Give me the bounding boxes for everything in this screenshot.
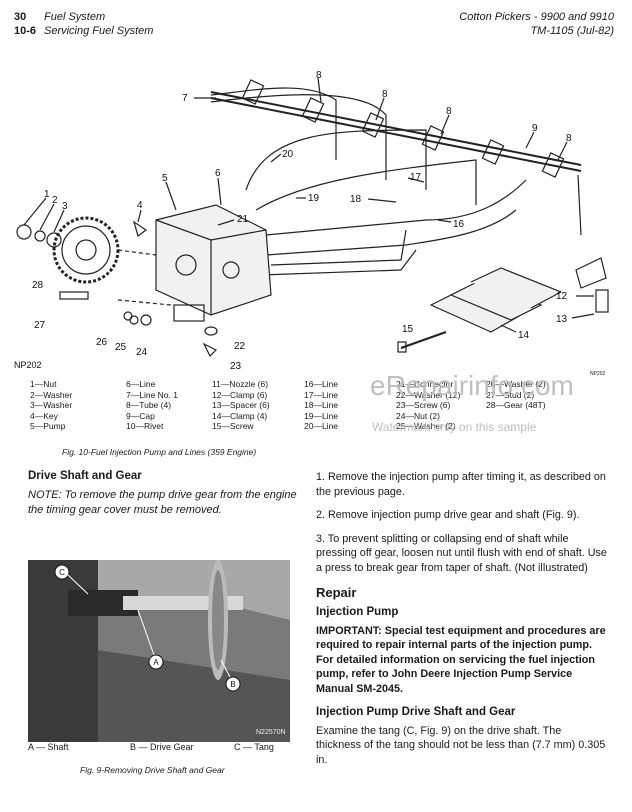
- injection-pump-heading: Injection Pump: [316, 605, 399, 618]
- svg-text:A: A: [153, 658, 159, 667]
- page-header-right: Cotton Pickers - 9900 and 9910 TM-1105 (…: [459, 10, 614, 38]
- legend-item: 19—Line: [304, 410, 339, 421]
- figure9-caption: Fig. 9-Removing Drive Shaft and Gear: [80, 765, 225, 775]
- step-1: 1. Remove the injection pump after timin…: [316, 471, 606, 498]
- page-number: 30: [14, 11, 27, 23]
- legend-item: 10—Rivet: [126, 421, 164, 432]
- drive-shaft-photo: C A B N22570N: [28, 560, 290, 742]
- callout-1: 1: [44, 189, 50, 200]
- callout-6: 6: [215, 168, 221, 179]
- legend-item: 13—Spacer (6): [212, 400, 270, 411]
- legend-item: 15—Screw: [212, 421, 254, 432]
- repair-heading: Repair: [316, 584, 357, 600]
- callout-13: 13: [556, 314, 568, 325]
- legend-item: 20—Line: [304, 421, 339, 432]
- legend-item: 14—Clamp (4): [212, 410, 268, 421]
- drive-shaft-heading: Drive Shaft and Gear: [28, 470, 142, 482]
- legend-item: 8—Tube (4): [126, 400, 172, 411]
- diagram-code: NP202: [14, 360, 42, 370]
- callout-28: 28: [32, 280, 44, 291]
- svg-text:B: B: [230, 680, 235, 689]
- legend-item: 16—Line: [304, 379, 339, 389]
- photo-code: N22570N: [256, 729, 286, 736]
- header-right-2: TM-1105 (Jul-82): [530, 25, 614, 37]
- legend-item: 3—Washer: [30, 400, 73, 411]
- callout-17: 17: [410, 172, 422, 183]
- callout-21: 21: [237, 214, 249, 225]
- diagram-callouts: 1 2 3 4 5 6 7 8 8 8 9 8 12 13 14 15 16 1…: [14, 70, 606, 377]
- callout-3: 3: [62, 201, 68, 212]
- step-2: 2. Remove injection pump drive gear and …: [316, 509, 580, 522]
- callout-8b: 8: [382, 89, 388, 100]
- legend-item: 5—Pump: [30, 421, 66, 432]
- examine-tang: Examine the tang (C, Fig. 9) on the driv…: [316, 724, 606, 766]
- callout-9: 9: [532, 123, 538, 134]
- legend-col-1: 1—Nut 2—Washer 3—Washer 4—Key 5—Pump: [30, 379, 72, 432]
- callout-8a: 8: [316, 70, 322, 81]
- legend-col-2: 6—Line 7—Line No. 1 8—Tube (4) 9—Cap 10—…: [126, 379, 178, 432]
- callout-19: 19: [308, 193, 320, 204]
- legend-item: 21—Connector: [396, 379, 454, 389]
- label-drive-gear: B — Drive Gear: [130, 742, 194, 752]
- header-title-1: Fuel System: [44, 11, 106, 23]
- legend-col-4: 16—Line 17—Line 18—Line 19—Line 20—Line: [304, 379, 338, 432]
- legend-item: 12—Clamp (6): [212, 389, 268, 400]
- svg-text:C: C: [59, 568, 65, 577]
- legend-item: 1—Nut: [30, 379, 57, 389]
- diagram-code-small: NP202: [590, 371, 606, 377]
- step-3: 3. To prevent splitting or collapsing en…: [316, 532, 607, 574]
- legend-item: 2—Washer: [30, 389, 73, 400]
- right-column: 1. Remove the injection pump after timin…: [316, 470, 608, 776]
- legend-item: 11—Nozzle (6): [212, 379, 269, 389]
- legend-item: 24—Nut (2): [396, 410, 440, 421]
- figure10-caption: Fig. 10-Fuel Injection Pump and Lines (3…: [62, 447, 257, 457]
- callout-27: 27: [34, 320, 46, 331]
- legend-item: 22—Washer (12): [396, 389, 461, 400]
- fuel-injection-pump-diagram: 1 2 3 4 5 6 7 8 8 8 9 8 12 13 14 15 16 1…: [14, 70, 609, 377]
- callout-23: 23: [230, 361, 242, 372]
- callout-16: 16: [453, 219, 465, 230]
- page-header-left: 30 Fuel System 10-6 Servicing Fuel System: [14, 10, 153, 38]
- callout-24: 24: [136, 347, 148, 358]
- callout-7: 7: [182, 93, 188, 104]
- legend-item: 9—Cap: [126, 410, 155, 421]
- legend-col-6: 26—Washer (2) 27—Stud (2) 28—Gear (48T): [486, 379, 546, 411]
- callout-5: 5: [162, 173, 168, 184]
- callout-4: 4: [137, 200, 143, 211]
- label-tang: C — Tang: [234, 742, 274, 752]
- header-right-1: Cotton Pickers - 9900 and 9910: [459, 11, 614, 23]
- legend-item: 25—Washer (2): [396, 421, 456, 432]
- callout-8c: 8: [446, 106, 452, 117]
- legend-item: 23—Screw (6): [396, 400, 451, 411]
- watermark-sample: Watermark only on this sample: [372, 420, 537, 434]
- section-number: 10-6: [14, 25, 37, 37]
- legend-item: 18—Line: [304, 400, 339, 411]
- pump-shaft-heading: Injection Pump Drive Shaft and Gear: [316, 705, 516, 718]
- legend-item: 17—Line: [304, 389, 339, 400]
- callout-18: 18: [350, 194, 362, 205]
- callout-22: 22: [234, 341, 246, 352]
- legend-item: 27—Stud (2): [486, 389, 535, 400]
- legend-item: 26—Washer (2): [486, 379, 546, 389]
- callout-8d: 8: [566, 133, 572, 144]
- callout-2: 2: [52, 195, 58, 206]
- legend-col-5: 21—Connector 22—Washer (12) 23—Screw (6)…: [396, 379, 460, 432]
- left-column: Drive Shaft and Gear NOTE: To remove the…: [28, 470, 298, 518]
- callout-26: 26: [96, 337, 108, 348]
- callout-14: 14: [518, 330, 530, 341]
- legend-item: 28—Gear (48T): [486, 400, 546, 411]
- watermark-site: eRepairinfo.com: [370, 370, 574, 401]
- important-notice: IMPORTANT: Special test equipment and pr…: [316, 624, 606, 695]
- callout-20: 20: [282, 149, 294, 160]
- legend-item: 6—Line: [126, 379, 156, 389]
- legend-col-3: 11—Nozzle (6) 12—Clamp (6) 13—Spacer (6)…: [212, 379, 270, 432]
- callout-15: 15: [402, 324, 414, 335]
- callout-12: 12: [556, 291, 568, 302]
- drive-shaft-note: NOTE: To remove the pump drive gear from…: [28, 489, 297, 516]
- legend-item: 7—Line No. 1: [126, 389, 178, 400]
- callout-25: 25: [115, 342, 127, 353]
- legend-item: 4—Key: [30, 410, 58, 421]
- label-shaft: A — Shaft: [28, 742, 69, 752]
- header-title-2: Servicing Fuel System: [44, 25, 154, 37]
